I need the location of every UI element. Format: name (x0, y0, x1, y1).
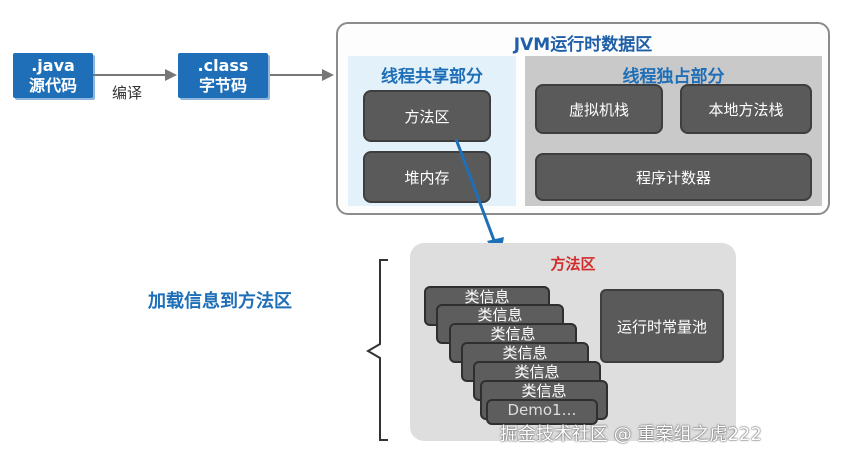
compile-label: 编译 (112, 84, 143, 102)
native-method-stack-label: 本地方法栈 (708, 100, 784, 119)
runtime-constant-pool-box: 运行时常量池 (600, 289, 724, 363)
method-area-box: 方法区 (363, 90, 491, 142)
vm-stack-label: 虚拟机栈 (568, 100, 629, 119)
java-source-label: 源代码 (28, 75, 77, 95)
runtime-constant-pool-label: 运行时常量池 (616, 317, 707, 336)
method-area-detail-title: 方法区 (550, 255, 596, 273)
demo-class-card: Demo1… (486, 399, 598, 425)
native-method-stack-box: 本地方法栈 (680, 84, 812, 134)
class-bytecode-box: .class 字节码 (178, 53, 268, 98)
left-brace (366, 259, 388, 441)
heap-label: 堆内存 (404, 168, 450, 187)
class-bytecode-label: 字节码 (198, 75, 247, 95)
compile-arrow (93, 69, 177, 81)
thread-exclusive-title: 线程独占部分 (622, 67, 725, 87)
method-area-label: 方法区 (404, 107, 450, 126)
class-bytecode-ext: .class (197, 55, 249, 75)
pc-register-box: 程序计数器 (535, 153, 812, 201)
jvm-title: JVM运行时数据区 (513, 35, 653, 55)
watermark: 掘金技术社区 @ 重案组之虎222 (500, 424, 762, 445)
load-arrow (270, 69, 334, 81)
pc-register-label: 程序计数器 (635, 168, 711, 187)
java-source-ext: .java (31, 55, 75, 75)
thread-shared-title: 线程共享部分 (381, 67, 483, 87)
vm-stack-box: 虚拟机栈 (535, 84, 663, 134)
load-info-label: 加载信息到方法区 (148, 291, 292, 312)
java-source-box: .java 源代码 (13, 53, 93, 98)
